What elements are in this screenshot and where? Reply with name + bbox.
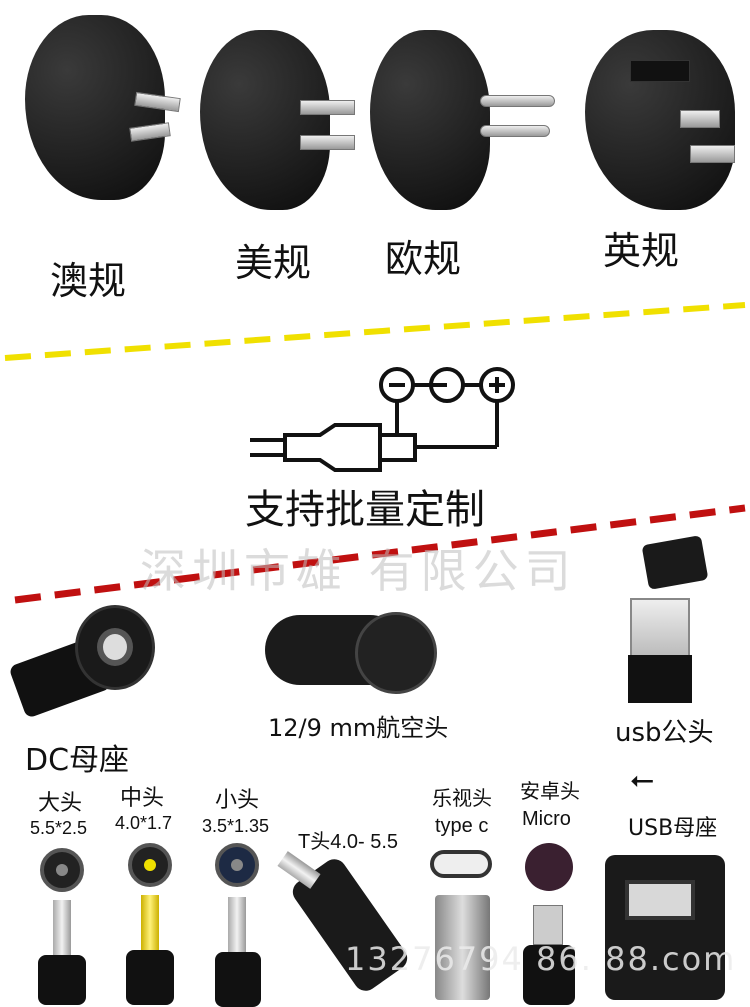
connector-name: 小头 bbox=[215, 788, 260, 813]
connector-size: Micro bbox=[522, 808, 571, 830]
connector-pin-small bbox=[228, 897, 246, 952]
custom-text: 支持批量定制 bbox=[245, 487, 485, 533]
type-c-face bbox=[430, 850, 492, 878]
us-pin bbox=[300, 135, 355, 150]
connector-size: 4.0*1.7 bbox=[115, 813, 173, 833]
usb-male-body bbox=[628, 655, 692, 703]
aviation-label: 12/9 mm航空头 bbox=[268, 714, 449, 742]
connector-pin-medium bbox=[141, 895, 159, 950]
dc-socket-label: DC母座 bbox=[25, 743, 130, 778]
connector-name: 中头 bbox=[120, 786, 165, 811]
eu-pin bbox=[480, 125, 550, 137]
eu-pin bbox=[480, 95, 555, 107]
connector-face-small bbox=[215, 843, 259, 887]
usb-female-label: USB母座 bbox=[628, 816, 718, 841]
eu-plug-label: 欧规 bbox=[385, 237, 462, 281]
polarity-diagram bbox=[250, 367, 515, 472]
us-plug-label: 美规 bbox=[235, 241, 312, 285]
url-watermark: 13276794 86. 88.com bbox=[345, 940, 737, 978]
connector-name: 乐视头 bbox=[432, 786, 492, 810]
au-plug-image bbox=[25, 15, 165, 200]
connector-cable bbox=[126, 950, 174, 1005]
usb-symbol-icon: ⭠ bbox=[630, 762, 654, 797]
micro-usb-pin bbox=[533, 905, 563, 945]
yellow-dashed-line bbox=[4, 302, 746, 361]
connector-cable bbox=[38, 955, 86, 1005]
connector-size: type c bbox=[435, 815, 489, 837]
connector-cable bbox=[215, 952, 261, 1007]
usb-male-image bbox=[630, 598, 690, 658]
type-c-image bbox=[435, 895, 490, 1000]
red-dashed-line bbox=[14, 504, 746, 604]
us-pin bbox=[300, 100, 355, 115]
aviation-connector-face bbox=[355, 612, 437, 694]
micro-usb-cable bbox=[523, 945, 575, 1005]
usb-male-label: usb公头 bbox=[615, 718, 714, 748]
company-watermark: 深圳市雄 有限公司 bbox=[140, 544, 577, 598]
uk-pin bbox=[690, 145, 735, 163]
connector-name: 安卓头 bbox=[520, 779, 580, 803]
connector-pin-large bbox=[53, 900, 71, 955]
usb-female-image bbox=[605, 855, 725, 1000]
uk-plug-label: 英规 bbox=[603, 229, 680, 273]
connector-face-large bbox=[40, 848, 84, 892]
eu-plug-image bbox=[370, 30, 490, 210]
micro-usb-face bbox=[525, 843, 573, 891]
connector-face-medium bbox=[128, 843, 172, 887]
divider-lines bbox=[4, 302, 746, 604]
dc-socket-hole bbox=[97, 628, 133, 666]
connector-name: 大头 bbox=[38, 791, 83, 816]
uk-pin bbox=[680, 110, 720, 128]
connector-name: T头4.0- 5.5 bbox=[298, 831, 399, 853]
uk-pin bbox=[630, 60, 690, 82]
connector-size: 3.5*1.35 bbox=[202, 816, 270, 836]
us-plug-image bbox=[200, 30, 330, 210]
usb-female-port bbox=[625, 880, 695, 920]
connector-size: 5.5*2.5 bbox=[30, 818, 88, 838]
au-plug-label: 澳规 bbox=[50, 259, 127, 303]
